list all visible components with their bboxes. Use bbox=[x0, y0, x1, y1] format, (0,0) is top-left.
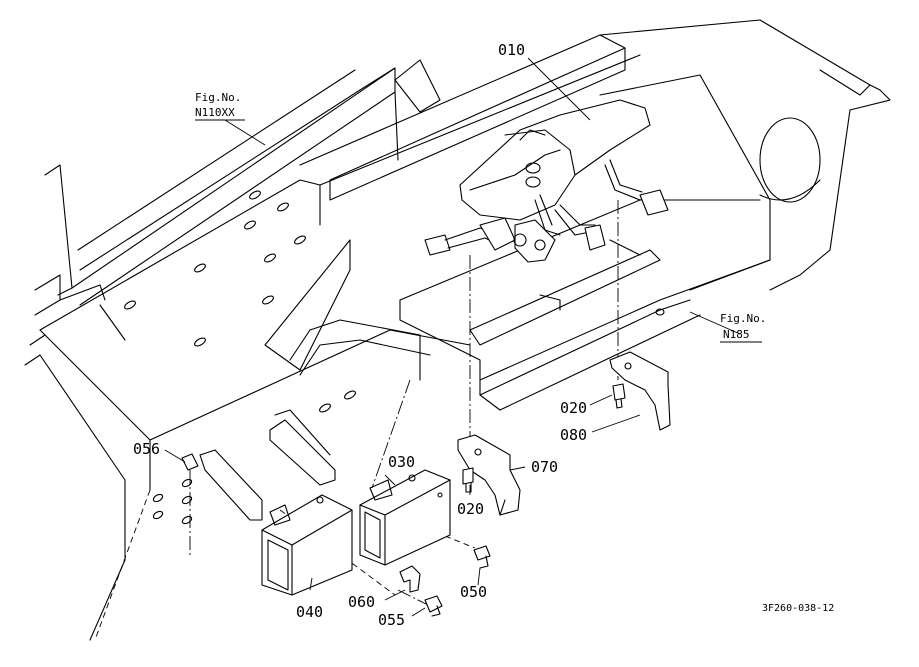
work-lamp-030 bbox=[359, 469, 451, 566]
bracket-080 bbox=[609, 351, 671, 431]
bolt-050 bbox=[473, 545, 491, 569]
part-010-assembly bbox=[424, 99, 669, 263]
frame-structure bbox=[24, 19, 891, 641]
figure-ref-n110xx: Fig.No. N110XX bbox=[195, 91, 245, 121]
figure-ref-n110xx-line1: Fig.No. bbox=[195, 91, 241, 104]
floor-slots bbox=[124, 190, 665, 525]
part-label-070: 070 bbox=[531, 458, 558, 476]
part-label-010: 010 bbox=[498, 41, 525, 59]
bolt-020-a bbox=[462, 467, 474, 493]
part-label-040: 040 bbox=[296, 603, 323, 621]
nut-055 bbox=[424, 595, 443, 617]
figure-ref-n110xx-line2: N110XX bbox=[195, 106, 235, 119]
figure-ref-n185-line2: N185 bbox=[723, 328, 750, 341]
clamp-060 bbox=[399, 565, 421, 593]
bracket-070 bbox=[457, 434, 521, 516]
figure-ref-n185-line1: Fig.No. bbox=[720, 312, 766, 325]
figure-ref-n185: Fig.No. N185 bbox=[720, 312, 766, 343]
part-label-020-a: 020 bbox=[457, 500, 484, 518]
part-label-020-b: 020 bbox=[560, 399, 587, 417]
part-label-080: 080 bbox=[560, 426, 587, 444]
part-label-056: 056 bbox=[133, 440, 160, 458]
drawing-code: 3F260-038-12 bbox=[762, 603, 834, 614]
part-label-060: 060 bbox=[348, 593, 375, 611]
leader-lines bbox=[164, 57, 741, 617]
part-label-050: 050 bbox=[460, 583, 487, 601]
work-lamp-040 bbox=[261, 494, 353, 596]
bolt-020-b bbox=[612, 383, 626, 409]
part-label-030: 030 bbox=[388, 453, 415, 471]
part-label-055: 055 bbox=[378, 611, 405, 629]
clip-056 bbox=[181, 453, 199, 471]
assembly-lines bbox=[94, 200, 619, 641]
